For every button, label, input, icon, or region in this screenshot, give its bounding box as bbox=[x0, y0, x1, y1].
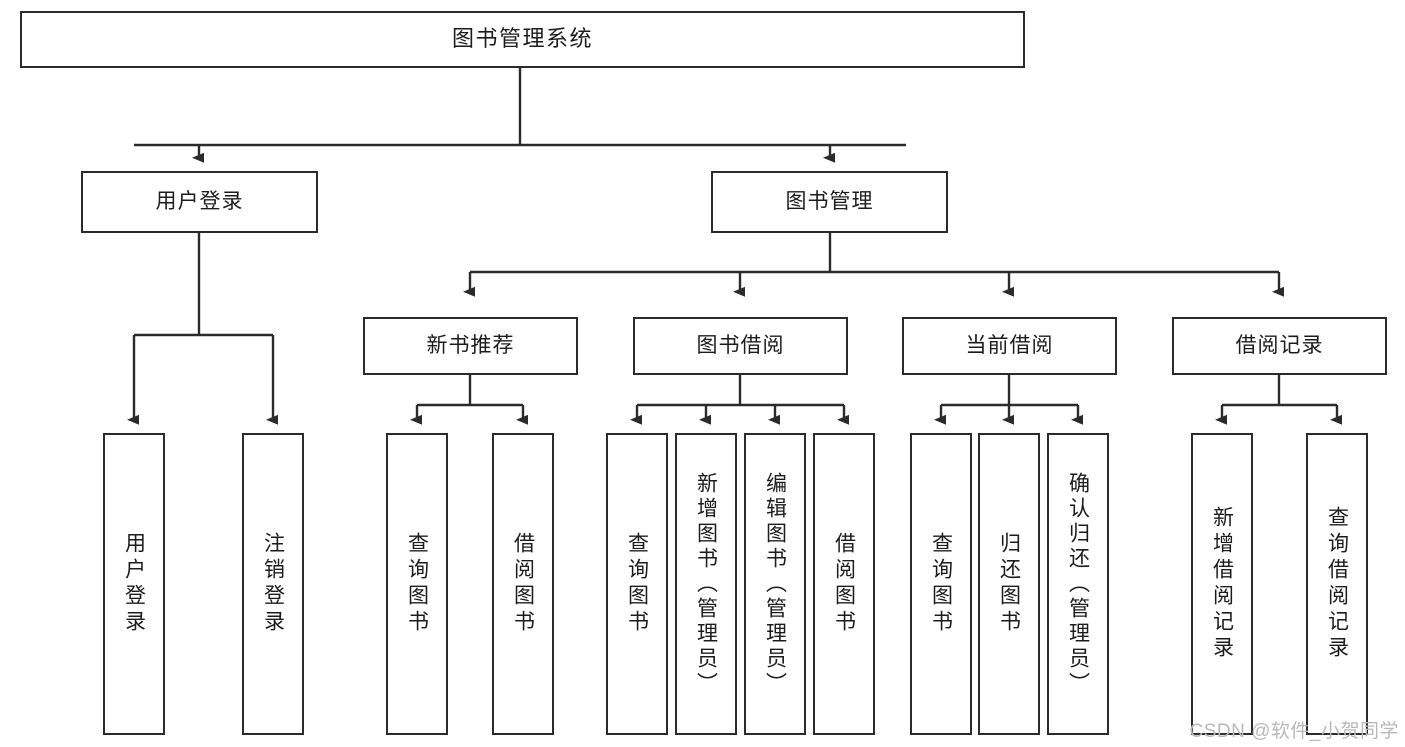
node-label: 新增图书（管理员） bbox=[694, 471, 718, 697]
node-leaf-logout-login[interactable]: 注销登录 bbox=[242, 433, 304, 735]
node-user-login[interactable]: 用户登录 bbox=[81, 171, 318, 233]
node-label: 归还图书 bbox=[997, 532, 1021, 636]
node-label: 注销登录 bbox=[261, 532, 285, 636]
node-label: 借阅图书 bbox=[511, 532, 535, 636]
node-leaf-query-borrow-record[interactable]: 查询借阅记录 bbox=[1306, 433, 1368, 735]
node-leaf-query-book-2[interactable]: 查询图书 bbox=[606, 433, 668, 735]
node-label: 图书管理 bbox=[785, 190, 874, 214]
node-label: 图书管理系统 bbox=[451, 26, 593, 52]
node-leaf-return-book[interactable]: 归还图书 bbox=[978, 433, 1040, 735]
node-leaf-edit-book-admin[interactable]: 编辑图书（管理员） bbox=[744, 433, 806, 735]
node-label: 编辑图书（管理员） bbox=[763, 471, 787, 697]
node-leaf-add-borrow-record[interactable]: 新增借阅记录 bbox=[1191, 433, 1253, 735]
node-leaf-add-book-admin[interactable]: 新增图书（管理员） bbox=[675, 433, 737, 735]
node-label: 当前借阅 bbox=[965, 334, 1054, 358]
node-label: 用户登录 bbox=[122, 532, 146, 636]
node-leaf-query-book-1[interactable]: 查询图书 bbox=[386, 433, 448, 735]
node-leaf-user-login[interactable]: 用户登录 bbox=[103, 433, 165, 735]
node-label: 新增借阅记录 bbox=[1210, 506, 1234, 662]
node-borrow-record[interactable]: 借阅记录 bbox=[1172, 317, 1387, 375]
csdn-watermark: CSDN @软件_小贺同学 bbox=[1189, 721, 1399, 742]
node-leaf-borrow-book-2[interactable]: 借阅图书 bbox=[813, 433, 875, 735]
node-label: 新书推荐 bbox=[426, 334, 515, 358]
node-current-borrow[interactable]: 当前借阅 bbox=[902, 317, 1117, 375]
node-book-management-system[interactable]: 图书管理系统 bbox=[20, 11, 1025, 68]
node-label: 确认归还（管理员） bbox=[1066, 471, 1090, 697]
node-label: 图书借阅 bbox=[696, 334, 785, 358]
node-book-management[interactable]: 图书管理 bbox=[711, 171, 948, 233]
node-leaf-query-book-3[interactable]: 查询图书 bbox=[910, 433, 972, 735]
node-label: 用户登录 bbox=[155, 190, 244, 214]
node-book-borrow[interactable]: 图书借阅 bbox=[633, 317, 848, 375]
node-label: 借阅图书 bbox=[832, 532, 856, 636]
node-leaf-confirm-return-admin[interactable]: 确认归还（管理员） bbox=[1047, 433, 1109, 735]
node-new-book-recommend[interactable]: 新书推荐 bbox=[363, 317, 578, 375]
node-leaf-borrow-book-1[interactable]: 借阅图书 bbox=[492, 433, 554, 735]
node-label: 查询图书 bbox=[625, 532, 649, 636]
node-label: 查询借阅记录 bbox=[1325, 506, 1349, 662]
node-label: 借阅记录 bbox=[1235, 334, 1324, 358]
node-label: 查询图书 bbox=[929, 532, 953, 636]
node-label: 查询图书 bbox=[405, 532, 429, 636]
